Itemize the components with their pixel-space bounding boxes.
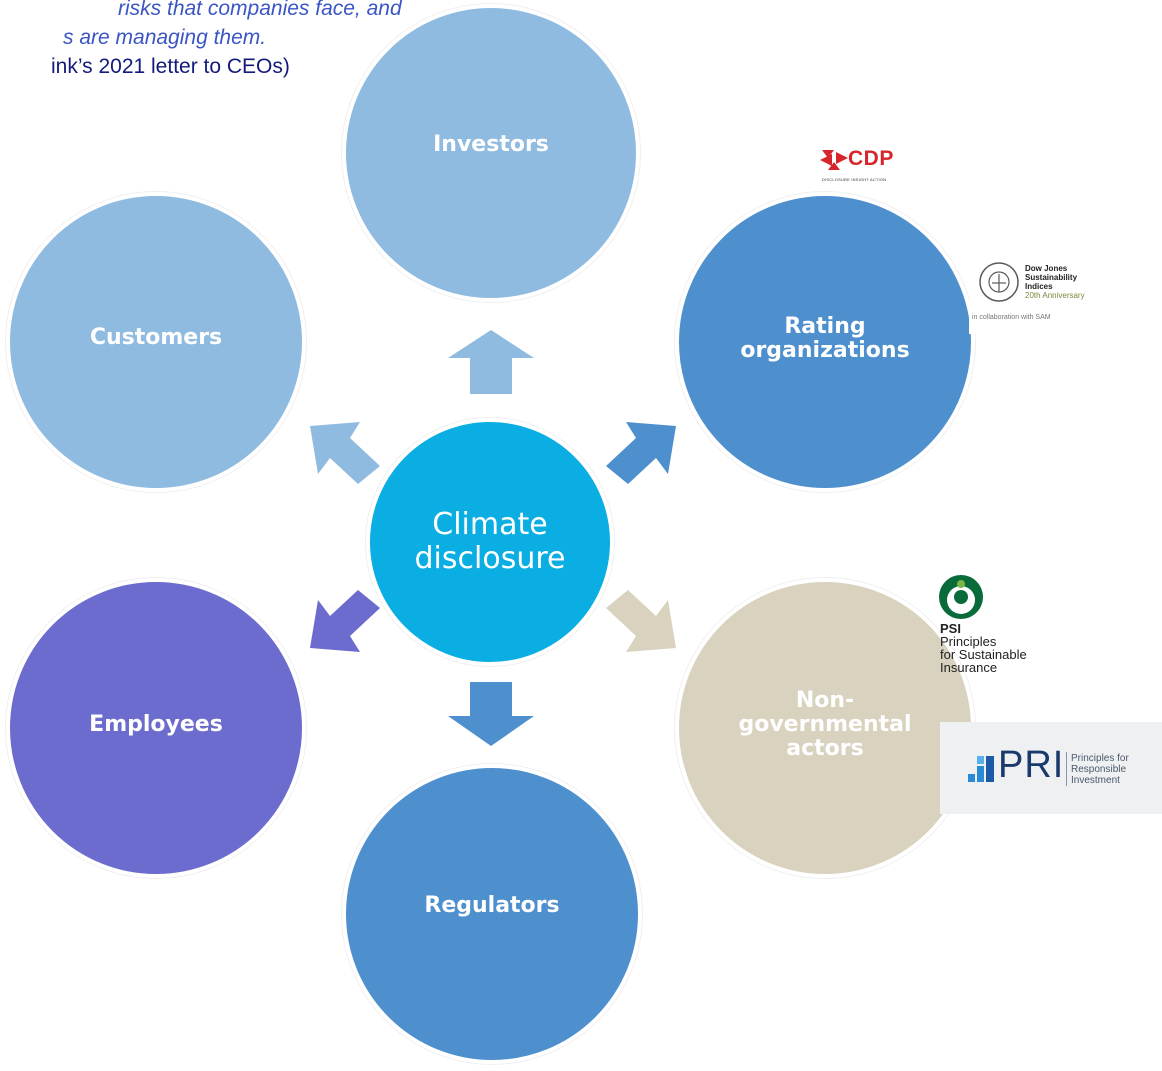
cdp-logo-tagline: DISCLOSURE INSIGHT ACTION xyxy=(822,177,887,182)
node-customers-label: Customers xyxy=(89,325,223,350)
quote-line-2: s are managing them. xyxy=(63,26,267,49)
quote: risks that companies face, and s are man… xyxy=(0,0,402,81)
pri-logo-text: Principles for Responsible Investment xyxy=(1071,753,1129,786)
arrow-up-icon xyxy=(448,330,534,394)
pri-bars-icon xyxy=(968,756,994,782)
djsi-line-3: Indices xyxy=(1025,282,1053,291)
node-regulators: Regulators xyxy=(342,764,642,1064)
psi-abbr: PSI xyxy=(940,621,961,636)
psi-line-1: Principles xyxy=(940,634,997,649)
node-rating-label: Rating organizations xyxy=(740,314,910,363)
pri-line-2: Responsible xyxy=(1071,764,1127,775)
psi-line-3: Insurance xyxy=(940,660,998,675)
arrow-up-right-icon xyxy=(606,422,676,484)
center-label: Climate disclosure xyxy=(414,507,566,576)
cdp-arrows-icon xyxy=(820,150,848,170)
psi-circle-icon xyxy=(939,575,983,619)
pri-logo: PRI Principles for Responsible Investmen… xyxy=(940,722,1162,814)
pri-line-1: Principles for xyxy=(1071,753,1129,764)
djsi-line-1: Dow Jones xyxy=(1025,264,1068,273)
arrow-up-left-icon xyxy=(310,422,380,484)
node-investors: Investors xyxy=(342,4,640,302)
quote-line-1: risks that companies face, and xyxy=(118,0,402,20)
djsi-collab-text: in collaboration with SAM xyxy=(972,314,1051,321)
arrow-down-icon xyxy=(448,682,534,746)
cdp-logo: CDP DISCLOSURE INSIGHT ACTION xyxy=(818,146,928,188)
psi-line-2: for Sustainable xyxy=(940,647,1027,662)
arrow-down-right-icon xyxy=(606,590,676,652)
node-investors-label: Investors xyxy=(433,132,549,157)
djsi-line-2: Sustainability xyxy=(1025,273,1078,282)
djsi-leaf-icon xyxy=(979,262,1019,302)
node-ngo-label: Non-governmental actors xyxy=(738,688,912,761)
node-rating: Rating organizations xyxy=(675,192,975,492)
cdp-logo-text: CDP xyxy=(848,147,894,170)
quote-source: ink’s 2021 letter to CEOs) xyxy=(51,55,290,78)
node-employees: Employees xyxy=(6,578,306,878)
node-customers: Customers xyxy=(6,192,306,492)
psi-logo-text: PSI Principles for Sustainable Insurance xyxy=(940,622,1027,674)
djsi-logo: Dow Jones Sustainability Indices 20th An… xyxy=(969,256,1092,334)
pri-divider xyxy=(1066,752,1067,786)
node-regulators-label: Regulators xyxy=(424,893,560,918)
node-employees-label: Employees xyxy=(89,712,223,737)
djsi-line-4: 20th Anniversary xyxy=(1025,291,1085,300)
arrow-down-left-icon xyxy=(310,590,380,652)
node-ngo: Non-governmental actors xyxy=(675,578,975,878)
djsi-logo-text: Dow Jones Sustainability Indices 20th An… xyxy=(1025,264,1085,300)
center-climate-disclosure: Climate disclosure xyxy=(366,418,614,666)
psi-logo: PSI Principles for Sustainable Insurance xyxy=(936,570,1076,682)
pri-line-3: Investment xyxy=(1071,775,1120,786)
pri-abbr: PRI xyxy=(998,744,1065,786)
